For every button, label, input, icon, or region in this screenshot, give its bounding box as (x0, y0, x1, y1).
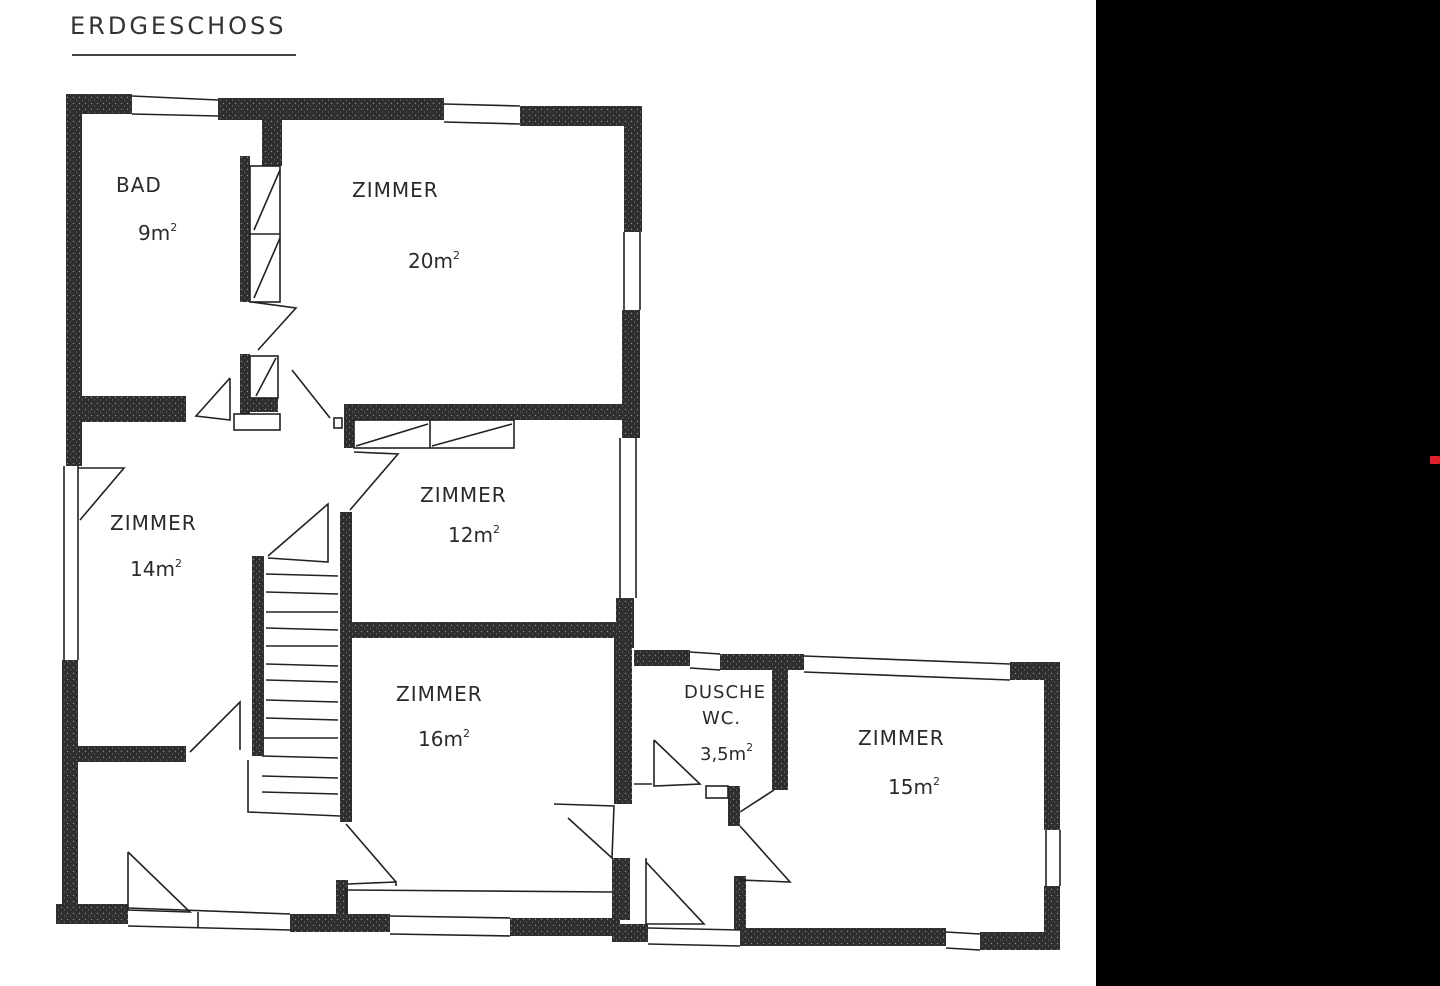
floor-title: ERDGESCHOSS (70, 12, 287, 40)
room-zimmer-20: ZIMMER 20m2 (352, 178, 460, 273)
room-area: 20m2 (408, 249, 460, 273)
title-underline (72, 54, 296, 56)
room-area: 12m2 (448, 523, 500, 547)
room-zimmer-14: ZIMMER 14m2 (110, 511, 197, 581)
room-area: 3,5m2 (700, 741, 753, 765)
red-marker (1430, 456, 1440, 464)
walls (56, 94, 1060, 950)
room-area: 14m2 (130, 557, 182, 581)
room-zimmer-12: ZIMMER 12m2 (420, 483, 507, 547)
room-area: 9m2 (138, 221, 177, 245)
room-zimmer-15: ZIMMER 15m2 (858, 726, 945, 799)
side-panel (1096, 0, 1440, 986)
room-dusche-wc: DUSCHE WC. 3,5m2 (684, 682, 766, 765)
room-name: ZIMMER (396, 682, 483, 706)
room-name-2: WC. (702, 708, 741, 729)
room-name: ZIMMER (110, 511, 197, 535)
room-bad: BAD 9m2 (116, 173, 177, 245)
room-name: ZIMMER (352, 178, 439, 202)
room-area: 16m2 (418, 727, 470, 751)
floor-plan-sheet: ERDGESCHOSS (56, 12, 1061, 951)
room-name: ZIMMER (420, 483, 507, 507)
room-name: ZIMMER (858, 726, 945, 750)
floor-plan-drawing: BAD 9m2 ZIMMER 20m2 ZIMMER 14m2 ZIMMER 1… (56, 94, 1061, 951)
outlines (63, 95, 1061, 951)
room-zimmer-16: ZIMMER 16m2 (396, 682, 483, 751)
room-name: DUSCHE (684, 682, 766, 703)
room-area: 15m2 (888, 775, 940, 799)
room-name: BAD (116, 173, 162, 197)
